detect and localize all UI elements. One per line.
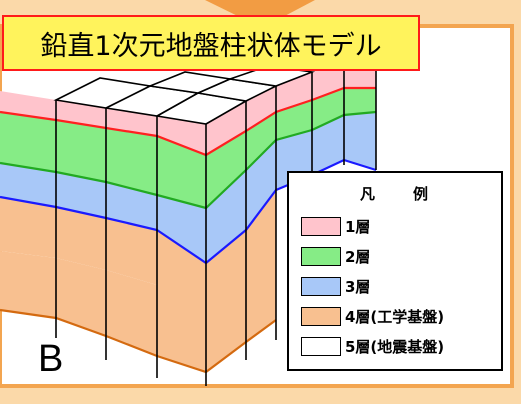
legend-item-layer3: 3層: [301, 274, 370, 298]
legend-swatch-layer2: [301, 246, 341, 266]
side5-layer3: [344, 112, 376, 170]
col-0-layer3: [0, 163, 56, 207]
side2-layer4: [246, 190, 276, 342]
legend-title: 凡例: [289, 183, 501, 204]
col-1-layer4: [56, 207, 106, 270]
col-0-layer4-lower: [0, 251, 56, 318]
col-1-layer4-lower: [56, 258, 106, 336]
legend-item-layer1: 1層: [301, 214, 370, 238]
columns: [0, 46, 376, 372]
boundary-green: [0, 110, 377, 210]
col-1-layer3: [56, 172, 106, 218]
col-2-layer2: [106, 128, 157, 195]
col-2-layer4-lower: [106, 270, 157, 356]
side-layer3: [206, 170, 246, 263]
legend-label-layer2: 2層: [345, 247, 371, 266]
side-layer1: [206, 101, 246, 155]
legend-label-layer3: 3層: [345, 277, 371, 296]
legend-title-char-2: 例: [413, 185, 431, 203]
col-0-layer4: [0, 197, 56, 258]
col-0-layer2: [0, 112, 56, 172]
top-cell-f: [53, 77, 153, 109]
col-2-layer3: [106, 182, 157, 230]
legend-item-layer5: 5層(地震基盤): [301, 334, 444, 358]
boundary-red: [0, 86, 376, 157]
side-layer4: [206, 230, 246, 372]
col-3-layer1: [157, 116, 206, 155]
legend-label-layer4: 4層(工学基盤): [345, 307, 445, 326]
legend-swatch-layer5: [301, 336, 341, 356]
boundary-blue: [0, 158, 377, 265]
legend-item-layer4: 4層(工学基盤): [301, 304, 444, 328]
col-3-layer3: [157, 195, 206, 263]
col-0-layer1: [0, 91, 56, 120]
legend-label-layer5: 5層(地震基盤): [345, 337, 445, 356]
legend-swatch-layer3: [301, 276, 341, 296]
col-2-layer4: [106, 218, 157, 285]
legend-label-layer1: 1層: [345, 217, 371, 236]
legend: 凡例 1層 2層 3層 4層(工学基盤) 5層(地震基盤): [287, 171, 503, 371]
col-3-layer4: [157, 230, 206, 372]
diagram-title: 鉛直1次元地盤柱状体モデル: [2, 15, 420, 71]
side4-layer3: [312, 115, 344, 175]
top-arrow: [205, 0, 315, 28]
legend-swatch-layer1: [301, 216, 341, 236]
legend-item-layer2: 2層: [301, 244, 370, 268]
side5-layer2: [344, 88, 376, 115]
legend-title-char-1: 凡: [359, 185, 377, 203]
figure-label: B: [38, 338, 64, 380]
legend-swatch-layer4: [301, 306, 341, 326]
vertical-edges: [55, 46, 377, 386]
col-3-layer2: [157, 136, 206, 208]
col-1-layer2: [56, 120, 106, 182]
side4-layer2: [312, 88, 344, 130]
